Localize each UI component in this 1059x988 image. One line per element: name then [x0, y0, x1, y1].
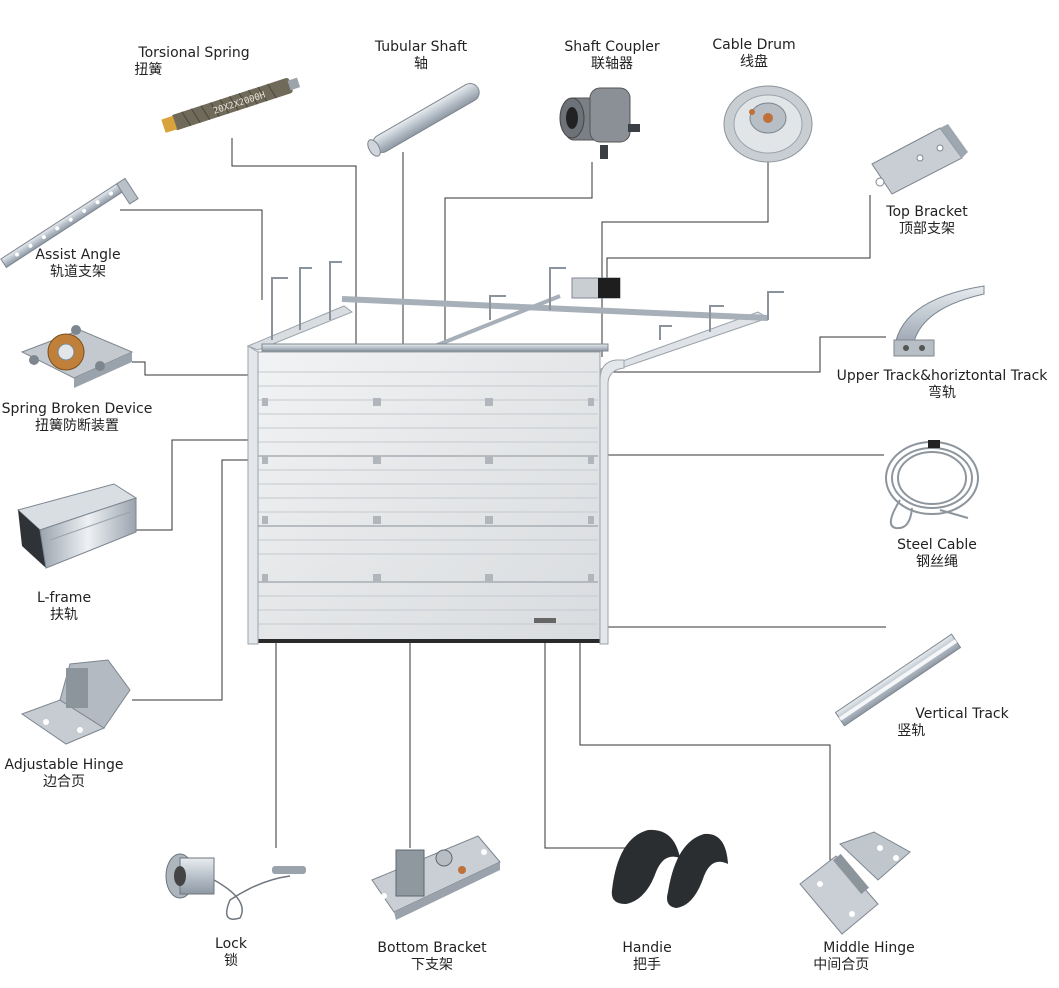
label-upper-track: Upper Track&horiztontal Track 弯轨: [837, 368, 1048, 402]
label-zh: 中间合页: [813, 957, 870, 973]
label-zh: 竖轨: [897, 723, 926, 739]
label-steel-cable: Steel Cable 钢丝绳: [897, 537, 977, 571]
label-zh: 下支架: [411, 957, 453, 973]
steel-cable-image: [885, 440, 979, 530]
label-zh: 钢丝绳: [916, 554, 958, 570]
door-handle-mark: [534, 618, 556, 623]
top-bracket-image: [871, 124, 968, 195]
label-en: L-frame: [36, 590, 92, 606]
label-zh: 顶部支架: [899, 221, 955, 237]
torsional-spring-image: 20X2X2000H: [161, 77, 301, 133]
lock-image: [165, 853, 306, 920]
label-shaft-coupler: Shaft Coupler 联轴器: [564, 39, 659, 73]
label-en: Vertical Track: [915, 706, 1009, 722]
spring-broken-device-image: [20, 325, 134, 388]
label-bottom-bracket: Bottom Bracket 下支架: [377, 940, 486, 974]
leader-l-frame: [136, 439, 256, 531]
handle-image: [611, 829, 728, 908]
label-en: Assist Angle: [35, 247, 121, 263]
leader-cable-drum: [601, 162, 769, 357]
label-middle-hinge: Middle Hinge 中间合页: [813, 940, 915, 974]
label-zh: 锁: [224, 953, 238, 969]
label-adjustable-hinge: Adjustable Hinge 边合页: [5, 757, 124, 791]
label-en: Upper Track&horiztontal Track: [836, 368, 1048, 384]
cable-drum-image: [723, 85, 813, 163]
label-en: Torsional Spring: [138, 45, 250, 61]
label-spring-broken-device: Spring Broken Device 扭簧防断装置: [2, 401, 153, 435]
left-vertical-track: [247, 345, 259, 645]
rear-cross-angle: [341, 296, 769, 321]
shaft-coupler-image: [559, 87, 640, 159]
label-en: Spring Broken Device: [1, 401, 153, 417]
label-handle: Handie 把手: [622, 940, 671, 974]
label-vertical-track: Vertical Track 竖轨: [897, 706, 1009, 740]
leader-adjustable-hinge: [132, 459, 256, 701]
label-en: Middle Hinge: [823, 940, 915, 956]
bottom-bracket-image: [371, 835, 501, 920]
label-zh: 线盘: [740, 54, 768, 70]
label-tubular-shaft: Tubular Shaft 轴: [375, 39, 467, 73]
label-top-bracket: Top Bracket 顶部支架: [886, 204, 967, 238]
label-zh: 联轴器: [590, 56, 633, 72]
leader-torsional-spring: [231, 138, 357, 348]
middle-hinge-image: [799, 831, 911, 935]
label-zh: 把手: [633, 957, 661, 973]
leader-top-bracket: [606, 195, 871, 290]
label-zh: 扭簧防断装置: [34, 418, 119, 434]
leader-shaft-coupler: [444, 162, 593, 346]
label-torsional-spring: Torsional Spring 扭簧: [134, 45, 250, 79]
right-vertical-track: [599, 359, 625, 645]
label-en: Steel Cable: [897, 537, 977, 553]
label-lock: Lock 锁: [215, 936, 247, 970]
label-zh: 轴: [414, 56, 428, 72]
leader-upper-track: [610, 336, 886, 373]
bottom-seal: [256, 639, 600, 643]
upper-track-image: [893, 285, 985, 357]
l-frame-image: [16, 483, 138, 569]
door-assembly: [246, 261, 784, 645]
adjustable-hinge-image: [20, 659, 131, 745]
label-en: Tubular Shaft: [374, 39, 468, 55]
label-en: Adjustable Hinge: [4, 757, 124, 773]
leader-assist-angle: [120, 209, 263, 300]
label-assist-angle: Assist Angle 轨道支架: [35, 247, 120, 281]
label-l-frame: L-frame 扶轨: [37, 590, 91, 624]
leader-handle: [544, 628, 633, 849]
tubular-shaft-image: [367, 83, 480, 157]
label-en: Top Bracket: [886, 204, 968, 220]
label-en: Cable Drum: [712, 37, 796, 53]
label-zh: 扶轨: [50, 607, 78, 623]
label-en: Shaft Coupler: [564, 39, 660, 55]
label-zh: 边合页: [42, 774, 85, 790]
assist-angle-image: [0, 177, 139, 269]
label-en: Bottom Bracket: [377, 940, 487, 956]
label-zh: 轨道支架: [49, 264, 106, 280]
label-en: Handie: [622, 940, 672, 956]
label-zh: 弯轨: [927, 385, 956, 401]
label-zh: 扭簧: [134, 62, 163, 78]
door-panel: [255, 351, 601, 643]
door-shaft: [261, 343, 609, 352]
label-cable-drum: Cable Drum 线盘: [712, 37, 795, 71]
label-en: Lock: [215, 936, 247, 952]
vertical-track-image: [834, 633, 962, 727]
